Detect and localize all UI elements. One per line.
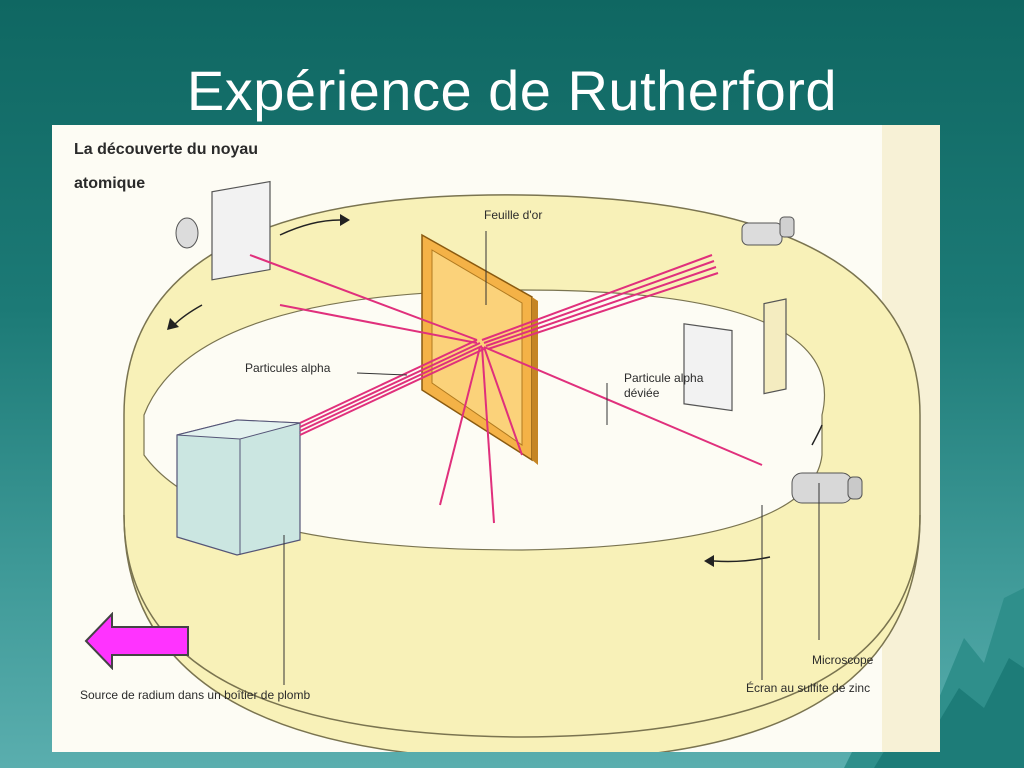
microscope-icon [791, 472, 853, 504]
right-top-microscope-icon [741, 222, 783, 246]
figure-heading-line2: atomique [74, 175, 146, 192]
zinc-sulfide-screen [763, 298, 787, 395]
label-alpha-particles: Particules alpha [245, 361, 331, 375]
left-arrow-icon[interactable] [84, 612, 192, 670]
label-screen: Écran au sulfite de zinc [746, 681, 871, 695]
label-source: Source de radium dans un boîtier de plom… [80, 688, 311, 702]
figure-heading: La découverte du noyau atomique [74, 133, 258, 201]
label-deflected-particle: Particule alpha déviée [624, 371, 703, 401]
figure-heading-line1: La découverte du noyau [74, 141, 259, 158]
lead-box-front [176, 419, 301, 556]
label-microscope: Microscope [812, 653, 874, 667]
right-top-screen [683, 323, 733, 412]
apparatus-drawing [123, 125, 940, 752]
slide-title: Expérience de Rutherford [186, 59, 838, 122]
label-gold-foil: Feuille d'or [484, 208, 543, 222]
label-deflected-line2: déviée [624, 386, 660, 400]
rutherford-figure: La découverte du noyau atomique Feuille … [52, 125, 940, 752]
left-screen [211, 180, 271, 281]
label-deflected-line1: Particule alpha [624, 371, 704, 385]
left-microscope-icon [175, 217, 199, 249]
alpha-beam [249, 254, 763, 524]
